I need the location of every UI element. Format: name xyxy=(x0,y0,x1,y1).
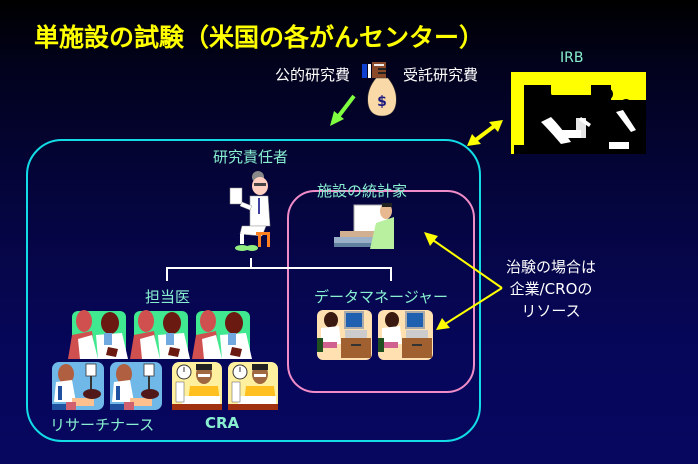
nurse-patient-icon xyxy=(110,362,162,410)
tree-connector-horizontal xyxy=(166,267,392,269)
doctor-patient-icon xyxy=(130,310,190,359)
resource-note-line-2: 企業/CROの xyxy=(509,280,593,298)
principal-investigator-label: 研究責任者 xyxy=(213,148,289,166)
attending-physicians-label: 担当医 xyxy=(145,288,191,306)
doctor-reading-icon xyxy=(228,168,274,254)
slide-title: 単施設の試験（米国の各がんセンター） xyxy=(34,23,485,52)
irb-double-arrow xyxy=(465,118,505,148)
irb-meeting-illustration xyxy=(511,72,646,154)
data-manager-group xyxy=(317,310,433,360)
clerk-desk-icon xyxy=(172,362,222,410)
statistics-group-box xyxy=(287,190,475,393)
doctor-patient-icon xyxy=(68,310,128,359)
resource-note: 治験の場合は 企業/CROの リソース xyxy=(506,256,596,322)
office-worker-icon xyxy=(317,310,372,360)
statistician-label: 施設の統計家 xyxy=(317,182,408,200)
tree-connector-vertical xyxy=(250,258,252,268)
research-nurses-label: リサーチナース xyxy=(50,416,155,434)
cra-group xyxy=(172,362,278,410)
cra-label: CRA xyxy=(205,414,240,432)
public-funding-label: 公的研究費 xyxy=(275,66,351,84)
money-symbol: $ xyxy=(377,94,387,110)
resource-note-arrows xyxy=(420,226,510,336)
research-nurses-group xyxy=(52,362,162,410)
clerk-desk-icon xyxy=(228,362,278,410)
computer-worker-icon xyxy=(334,203,394,249)
office-worker-icon xyxy=(378,310,433,360)
doctor-patient-icon xyxy=(192,310,252,359)
resource-note-line-1: 治験の場合は xyxy=(506,258,597,276)
data-manager-label: データマネージャー xyxy=(314,288,448,306)
site-boundary-box xyxy=(26,139,481,442)
commissioned-funding-label: 受託研究費 xyxy=(403,66,479,84)
money-bag-icon: $ xyxy=(362,62,402,118)
resource-note-line-3: リソース xyxy=(521,302,581,320)
tree-connector-left xyxy=(166,267,168,281)
tree-connector-right xyxy=(390,267,392,281)
funding-arrow xyxy=(328,93,358,129)
nurse-patient-icon xyxy=(52,362,104,410)
irb-label: IRB xyxy=(560,50,584,66)
attending-physicians-group xyxy=(68,309,252,361)
